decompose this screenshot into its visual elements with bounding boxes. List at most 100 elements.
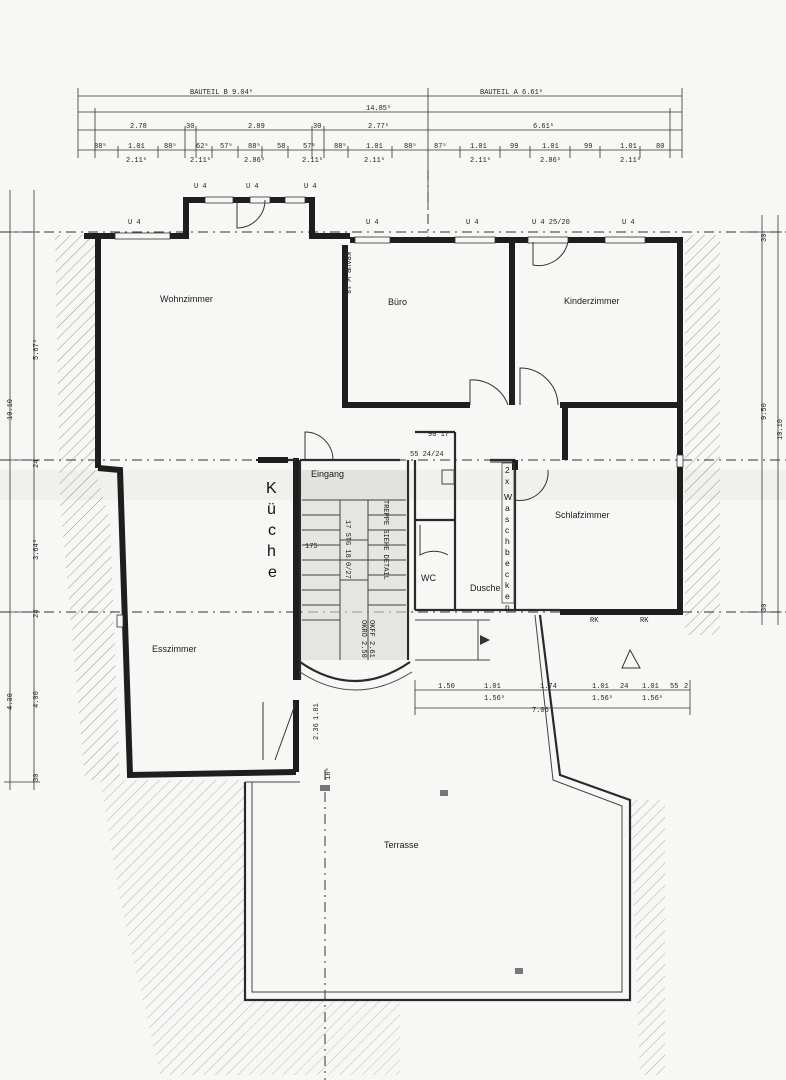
- dim-r2-1: 30: [186, 123, 194, 131]
- dim-left-5: 24: [33, 460, 41, 468]
- dim-right-2: 30: [761, 234, 769, 242]
- svg-text:x: x: [505, 476, 510, 486]
- svg-text:1.01: 1.01: [366, 143, 383, 151]
- room-dusche: Dusche: [470, 583, 501, 593]
- svg-text:s: s: [505, 514, 509, 524]
- room-buero: Büro: [388, 297, 407, 307]
- svg-text:W: W: [504, 492, 512, 502]
- stair-count: 17 STG 18.0/27: [343, 520, 351, 579]
- terrace-outline: [243, 614, 632, 1002]
- room-eingang: Eingang: [311, 469, 344, 479]
- svg-text:88⁵: 88⁵: [334, 143, 347, 151]
- room-esszimmer: Esszimmer: [152, 644, 197, 654]
- svg-text:7.06: 7.06: [532, 707, 549, 715]
- svg-text:62⁵: 62⁵: [196, 143, 209, 151]
- dim-row3: 88⁵ 1.01 88⁵ 62⁵ 57⁵ 88⁵ 58 57⁵ 88⁵ 1.01…: [94, 143, 664, 151]
- svg-text:2.11⁵: 2.11⁵: [126, 157, 147, 165]
- dim-terrace-0: 1.81: [313, 703, 321, 720]
- dim-row4: 2.11⁵ 2.11⁵ 2.86⁵ 2.11⁵ 2.11⁵ 2.11⁵ 2.86…: [126, 157, 641, 165]
- room-terrasse: Terrasse: [384, 840, 419, 850]
- svg-text:b: b: [505, 547, 510, 557]
- dim-r2-2: 2.89: [248, 123, 265, 131]
- earth-hatching: [55, 235, 720, 1075]
- doors: [236, 199, 569, 761]
- dim-right-1: 10.10: [777, 419, 785, 440]
- svg-text:2.86⁵: 2.86⁵: [540, 157, 561, 165]
- svg-text:h: h: [267, 543, 276, 560]
- room-schlafzimmer: Schlafzimmer: [555, 510, 610, 520]
- svg-text:1.56⁵: 1.56⁵: [484, 695, 505, 703]
- dim-left-4: 4.30: [7, 693, 15, 710]
- left-dimension-chains: [4, 190, 40, 790]
- svg-text:h: h: [505, 536, 510, 546]
- svg-text:U 4: U 4: [366, 219, 379, 227]
- rk-label-2: RK: [640, 617, 649, 625]
- treppe-note: TREPPE SIEHE DETAIL: [381, 500, 389, 580]
- svg-text:87⁵: 87⁵: [434, 143, 447, 151]
- svg-text:U 4: U 4: [466, 219, 479, 227]
- svg-text:c: c: [268, 522, 276, 539]
- svg-text:88⁵: 88⁵: [404, 143, 417, 151]
- dim-r2-0: 2.78: [130, 123, 147, 131]
- svg-text:1.56⁵: 1.56⁵: [642, 695, 663, 703]
- svg-text:80: 80: [656, 143, 664, 151]
- svg-text:57⁵: 57⁵: [220, 143, 233, 151]
- svg-text:2: 2: [505, 465, 510, 475]
- dim-bauteil-b: BAUTEIL B 9.04⁵: [190, 89, 253, 97]
- svg-text:57⁵: 57⁵: [303, 143, 316, 151]
- window-labels: U 4 U 4 U 4 U 4 U 4 U 4 U 4 25/20 U 4: [128, 183, 635, 227]
- svg-text:88⁵: 88⁵: [248, 143, 261, 151]
- dim-int-1: 55 24/24: [410, 451, 444, 459]
- svg-text:1.01: 1.01: [484, 683, 501, 691]
- svg-text:2.11⁵: 2.11⁵: [302, 157, 323, 165]
- svg-text:88⁵: 88⁵: [94, 143, 107, 151]
- dim-terrace-1: 2.36: [313, 723, 321, 740]
- svg-text:U 4: U 4: [304, 183, 317, 191]
- dim-left-3: 4.00: [33, 691, 41, 708]
- svg-text:a: a: [505, 503, 510, 513]
- svg-text:c: c: [505, 569, 510, 579]
- svg-text:1.01: 1.01: [542, 143, 559, 151]
- dim-r2-5: 6.61⁵: [533, 123, 554, 131]
- svg-text:1.50: 1.50: [438, 683, 455, 691]
- room-wc: WC: [421, 573, 436, 583]
- right-dimension-chains: [740, 215, 782, 625]
- waschbecken-annotation: 2 x W a s c h b e c k e n: [501, 462, 515, 612]
- svg-text:55: 55: [670, 683, 678, 691]
- svg-text:2: 2: [684, 683, 688, 691]
- svg-text:2.11⁵: 2.11⁵: [364, 157, 385, 165]
- svg-text:2.11⁵: 2.11⁵: [620, 157, 641, 165]
- dim-r2-3: 30: [313, 123, 321, 131]
- svg-text:e: e: [268, 564, 277, 581]
- svg-text:k: k: [505, 580, 510, 590]
- dim-right-0: 9.50: [761, 403, 769, 420]
- dim-left-6: 24: [33, 610, 41, 618]
- svg-text:58: 58: [277, 143, 285, 151]
- svg-text:U 4: U 4: [194, 183, 207, 191]
- rk-label-1: RK: [590, 617, 599, 625]
- entry-details: [415, 619, 641, 669]
- bottom-dims: 1.50 1.01 1.74 1.01 24 1.01 55 2 1.56⁵ 1…: [438, 683, 688, 715]
- svg-text:1.01: 1.01: [592, 683, 609, 691]
- svg-text:1.01: 1.01: [470, 143, 487, 151]
- interior-walls: [256, 242, 680, 680]
- svg-text:U 4: U 4: [128, 219, 141, 227]
- svg-text:1.56⁵: 1.56⁵: [592, 695, 613, 703]
- okff-label: OKFF 2.61: [367, 620, 375, 658]
- svg-text:2.11⁵: 2.11⁵: [470, 157, 491, 165]
- kraup-label: KRAUP W.18: [343, 252, 351, 294]
- dim-left-7: 30: [33, 774, 41, 782]
- svg-text:1.01: 1.01: [620, 143, 637, 151]
- svg-text:U 4 25/20: U 4 25/20: [532, 219, 570, 227]
- svg-text:U 4: U 4: [622, 219, 635, 227]
- svg-text:n: n: [505, 602, 510, 612]
- svg-text:ü: ü: [267, 501, 276, 518]
- svg-text:1.01: 1.01: [642, 683, 659, 691]
- svg-text:2.86⁵: 2.86⁵: [244, 157, 265, 165]
- svg-text:99: 99: [510, 143, 518, 151]
- dim-right-3: 30: [761, 604, 769, 612]
- svg-text:U 4: U 4: [246, 183, 259, 191]
- room-wohnzimmer: Wohnzimmer: [160, 294, 213, 304]
- stair-175: 175: [305, 543, 318, 551]
